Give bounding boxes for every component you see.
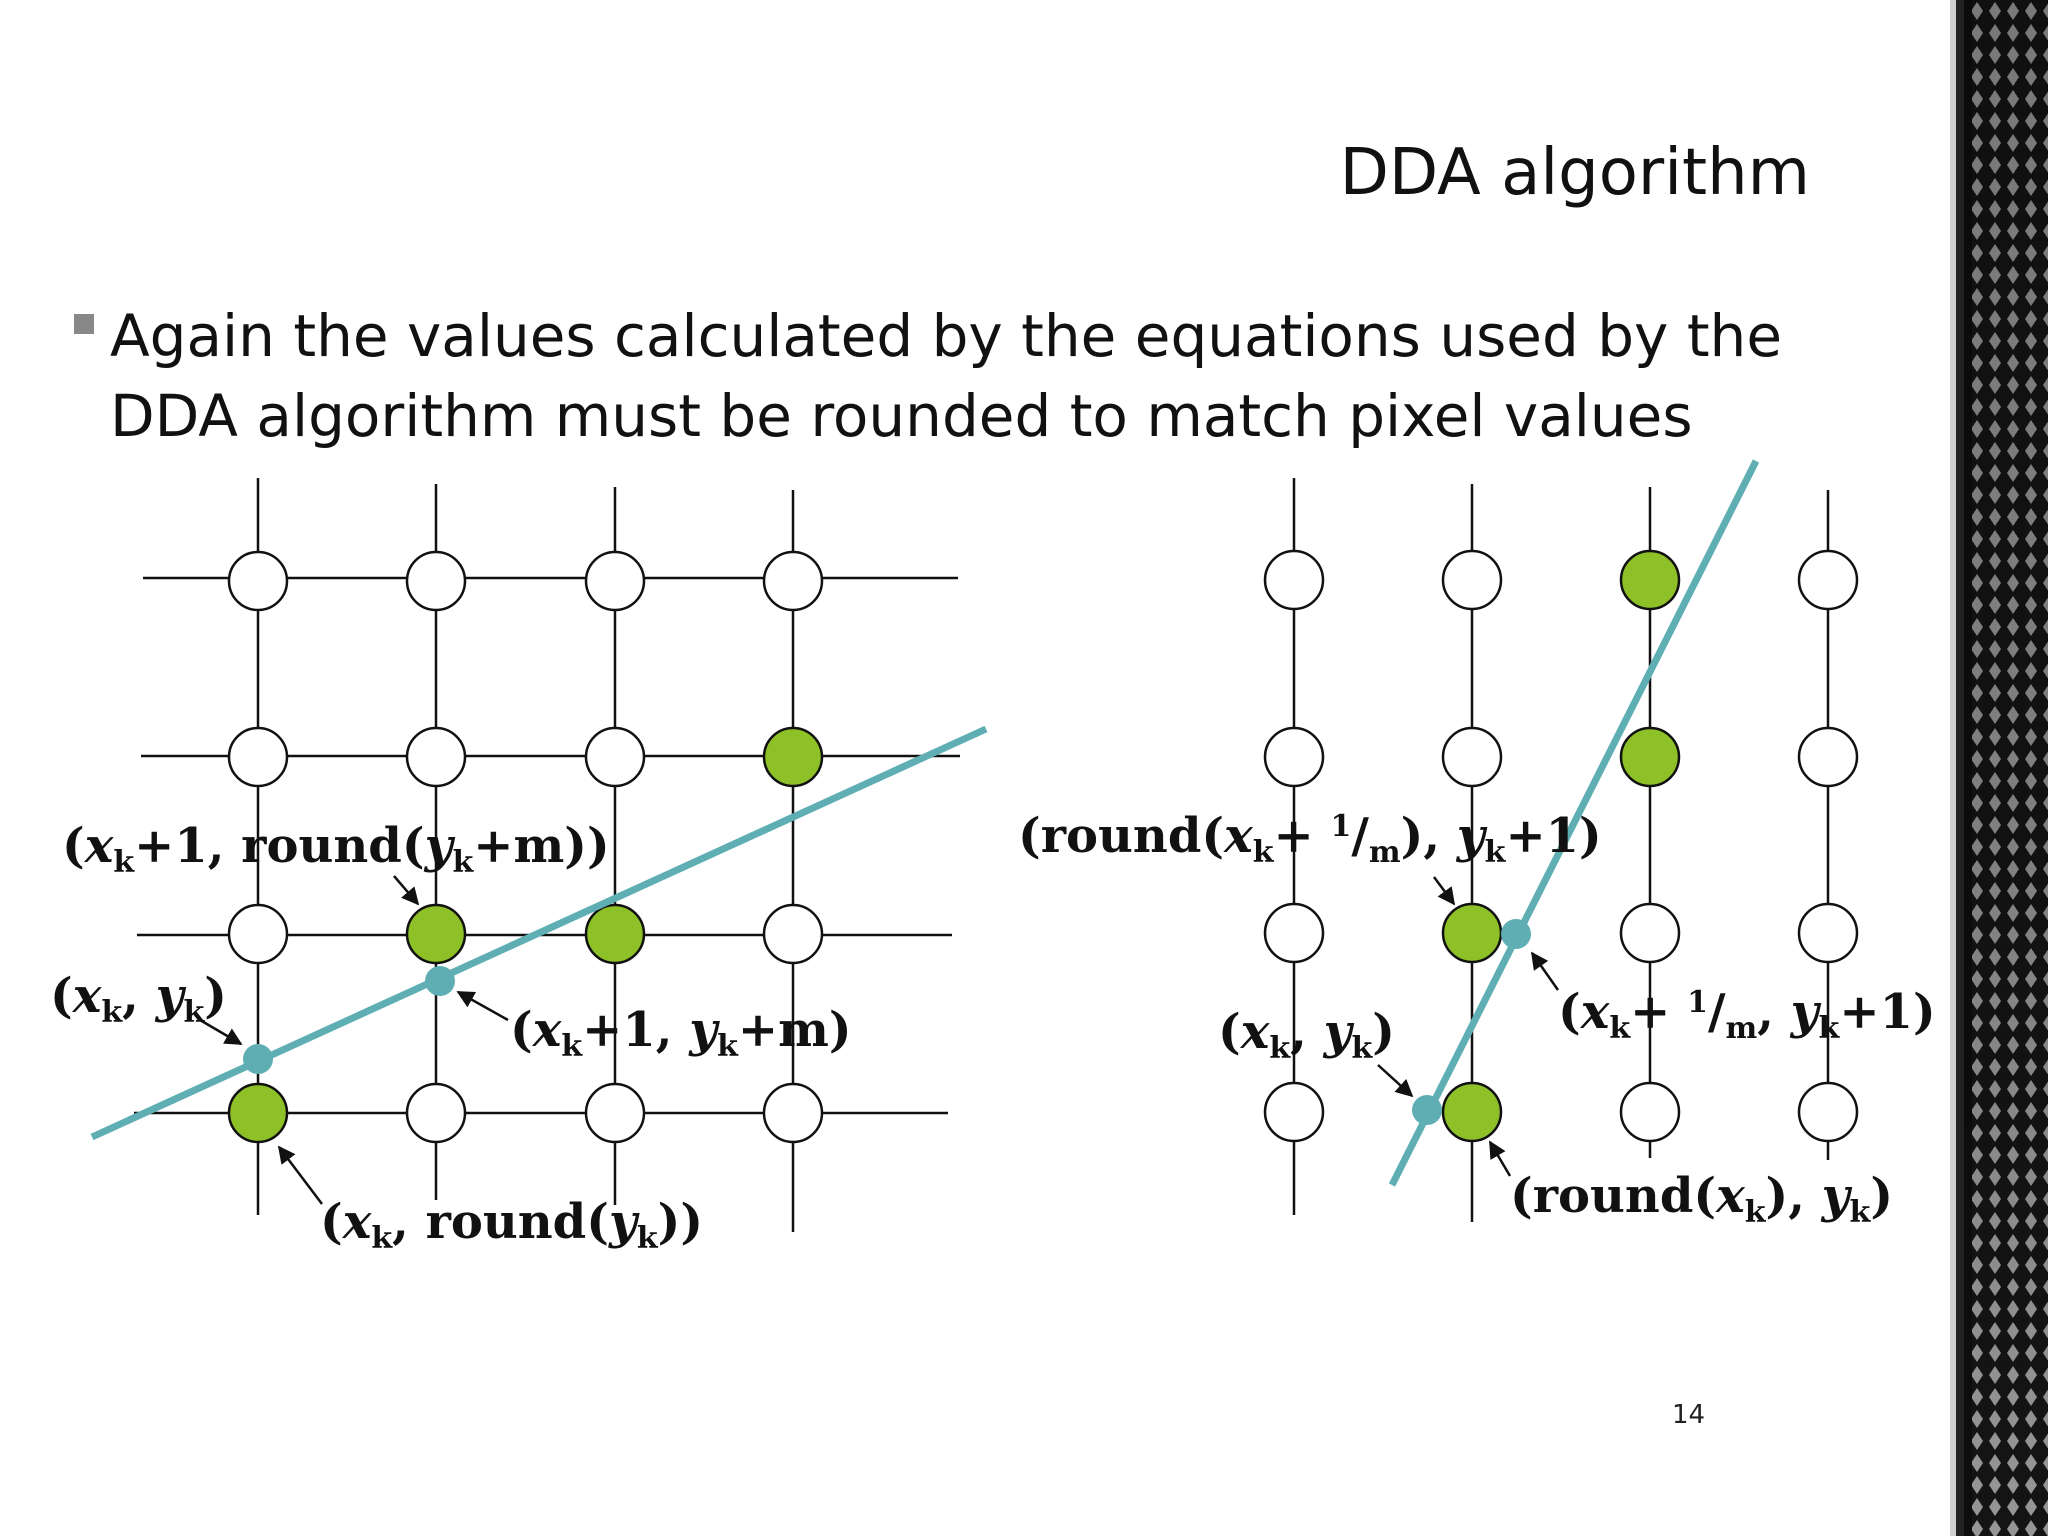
left-next-point	[425, 966, 455, 996]
label-right-start-rounded: (round(xk), yk)	[1510, 1168, 1893, 1230]
pixel	[762, 903, 824, 965]
right-ideal-line	[1388, 459, 1760, 1187]
pixel	[1619, 1081, 1681, 1143]
pixel	[1619, 902, 1681, 964]
pixel-lit	[1441, 902, 1503, 964]
pixel	[1441, 726, 1503, 788]
label-left-start-rounded: (xk, round(yk))	[320, 1194, 703, 1256]
slide-title: DDA algorithm	[1339, 136, 1810, 210]
pixel	[1263, 549, 1325, 611]
pixel-lit	[405, 903, 467, 965]
pixel	[227, 903, 289, 965]
bullet-square-icon	[74, 314, 94, 334]
pixel-lit	[584, 903, 646, 965]
pixel	[405, 550, 467, 612]
pixel-lit	[762, 726, 824, 788]
left-pixels	[227, 550, 824, 1144]
right-arrows	[1377, 876, 1560, 1177]
label-left-next-point: (xk+1, yk+m)	[510, 1002, 852, 1064]
right-pixels	[1263, 549, 1859, 1143]
pixel	[1441, 549, 1503, 611]
label-left-next-rounded: (xk+1, round(yk+m))	[62, 818, 610, 880]
pixel	[405, 726, 467, 788]
label-right-start-point: (xk, yk)	[1218, 1004, 1395, 1066]
page-number: 14	[1672, 1400, 1706, 1430]
pixel	[1797, 726, 1859, 788]
pixel	[405, 1082, 467, 1144]
pixel	[584, 550, 646, 612]
pixel-lit	[1619, 549, 1681, 611]
bullet-text-line-2: DDA algorithm must be rounded to match p…	[110, 382, 1693, 450]
pixel	[1263, 902, 1325, 964]
label-right-next-point: (xk+ 1/m, yk+1)	[1558, 984, 1936, 1046]
left-diagram: (xk+1, round(yk+m)) (xk, yk) (xk+1, yk+m…	[50, 478, 988, 1256]
pixel	[1797, 902, 1859, 964]
pixel	[1797, 549, 1859, 611]
pixel	[584, 1082, 646, 1144]
pixel-lit	[227, 1082, 289, 1144]
pixel-lit	[1619, 726, 1681, 788]
pixel	[762, 1082, 824, 1144]
left-arrows	[199, 875, 509, 1205]
label-left-start-point: (xk, yk)	[50, 968, 227, 1030]
left-ideal-line	[90, 725, 988, 1141]
right-start-point	[1412, 1095, 1442, 1125]
pixel	[762, 550, 824, 612]
pixel	[227, 550, 289, 612]
label-right-next-rounded: (round(xk+ 1/m), yk+1)	[1018, 808, 1602, 870]
bullet-text-line-1: Again the values calculated by the equat…	[110, 302, 1783, 370]
pixel	[1797, 1081, 1859, 1143]
pixel	[584, 726, 646, 788]
pixel	[1263, 1081, 1325, 1143]
bullet-point: Again the values calculated by the equat…	[74, 296, 1834, 456]
decorative-edge-pattern	[1950, 0, 2048, 1536]
pixel	[227, 726, 289, 788]
pixel-lit	[1441, 1081, 1503, 1143]
pixel	[1263, 726, 1325, 788]
left-start-point	[243, 1044, 273, 1074]
right-diagram: (round(xk+ 1/m), yk+1) (xk+ 1/m, yk+1) (…	[1018, 459, 1936, 1230]
right-next-point	[1501, 919, 1531, 949]
